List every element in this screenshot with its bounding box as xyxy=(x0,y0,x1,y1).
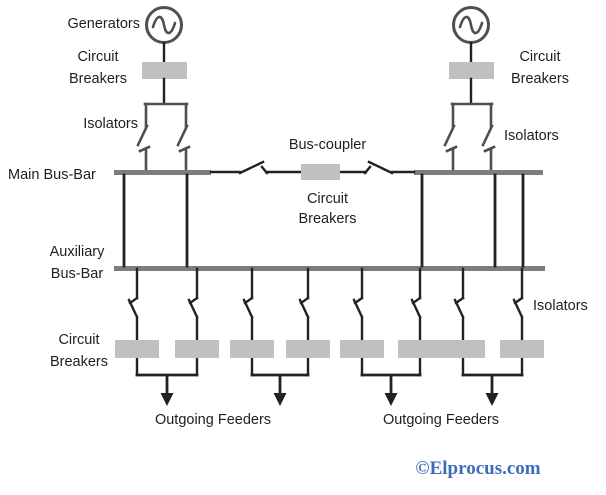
generator-icon-left xyxy=(145,6,183,64)
auxiliary-bus-bar-line xyxy=(114,266,545,271)
feeder-branch xyxy=(396,267,444,377)
isolator-icon-pair-top-left xyxy=(136,102,191,175)
isolator-icon-coupler xyxy=(238,160,394,175)
feeder-branch xyxy=(439,267,487,377)
circuit-breakers-label-top-left: Circuit Breakers xyxy=(58,46,138,90)
circuit-breakers-line1: Circuit xyxy=(58,332,100,348)
circuit-breakers-line1: Circuit xyxy=(77,49,119,65)
circuit-breakers-line2: Breakers xyxy=(68,71,128,87)
bus-coupler-assembly xyxy=(209,160,416,180)
auxiliary-line1: Auxiliary xyxy=(49,244,105,260)
feeder-branch xyxy=(228,267,276,377)
isolators-label-bottom-right: Isolators xyxy=(533,298,588,314)
auxiliary-line2: Bus-Bar xyxy=(50,266,104,282)
auxiliary-bus-bar-label: Auxiliary Bus-Bar xyxy=(42,241,112,285)
bus-connector-wires xyxy=(122,173,525,268)
outgoing-feeders-label-right: Outgoing Feeders xyxy=(382,412,500,428)
main-bus-bar-line xyxy=(114,170,543,175)
watermark-text: ©Elprocus.com xyxy=(415,458,541,479)
feeder-arrow-icons xyxy=(135,373,524,406)
generators-label: Generators xyxy=(67,16,140,32)
circuit-breakers-line2: Breakers xyxy=(298,211,357,227)
circuit-breakers-line2: Breakers xyxy=(49,354,109,370)
isolators-label-top-right: Isolators xyxy=(504,128,559,144)
circuit-breakers-label-coupler: Circuit Breakers xyxy=(270,189,385,229)
feeder-branch xyxy=(338,267,386,377)
feeder-branch xyxy=(284,267,332,377)
generator-icon-right xyxy=(452,6,490,64)
circuit-breakers-line1: Circuit xyxy=(519,49,561,65)
feeder-branch xyxy=(113,267,161,377)
main-bus-bar-label: Main Bus-Bar xyxy=(8,167,96,183)
bus-coupler-label: Bus-coupler xyxy=(288,137,367,153)
feeder-branch xyxy=(173,267,221,377)
circuit-breakers-label-top-right: Circuit Breakers xyxy=(499,46,581,90)
circuit-breakers-line2: Breakers xyxy=(510,71,570,87)
circuit-breaker-icon-top-right xyxy=(449,62,494,79)
circuit-breakers-line1: Circuit xyxy=(306,191,349,207)
circuit-breakers-label-bottom-left: Circuit Breakers xyxy=(39,329,119,373)
feeder-branches xyxy=(113,267,546,377)
feeder-branch xyxy=(498,267,546,377)
isolators-label-top-left: Isolators xyxy=(83,116,138,132)
isolator-icon-pair-top-right xyxy=(443,102,496,175)
outgoing-feeders-label-left: Outgoing Feeders xyxy=(154,412,272,428)
circuit-breaker-icon-top-left xyxy=(142,62,187,79)
circuit-breaker-icon-coupler xyxy=(301,164,340,180)
